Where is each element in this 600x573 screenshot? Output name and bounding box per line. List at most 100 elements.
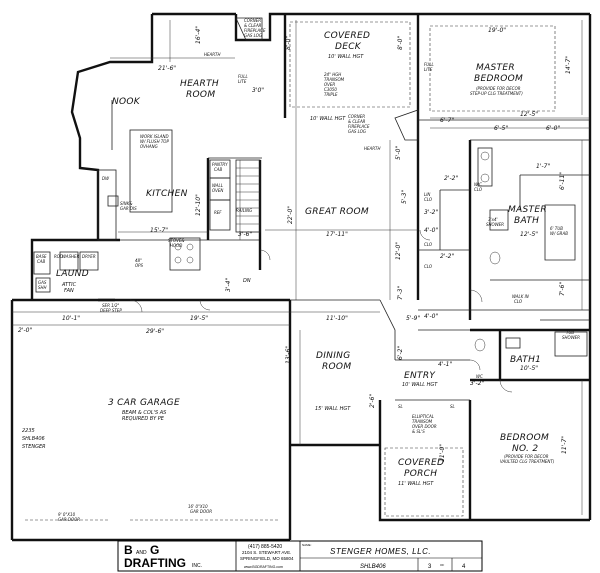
note-stove-1: STOVE& [168, 238, 185, 243]
note-shower-1: 3'x4' [488, 217, 498, 222]
note-full-lite-1: FULL [238, 74, 248, 79]
door-swings [129, 229, 513, 393]
note-fp-mid-3: FIREPLACE [348, 124, 370, 129]
label-bath1: BATH1 [510, 355, 541, 365]
firm-b: B [124, 543, 133, 557]
note-base-cab-1: BASE [36, 254, 47, 259]
dim: 12'-0" [395, 242, 402, 260]
label-covered-deck-1: COVERED [324, 31, 370, 41]
dim: 3'-6" [238, 231, 252, 238]
label-porch-2: PORCH [404, 469, 437, 479]
note-ops-1: 48" [135, 258, 142, 263]
label-kitchen: KITCHEN [146, 189, 188, 199]
note-great-wall: 10' WALL HGT [310, 116, 346, 122]
label-master-2: BEDROOM [474, 74, 523, 84]
dim: 6'-11" [559, 172, 566, 190]
note-gas-1: GAS [38, 280, 47, 285]
dim: 13'-6" [285, 346, 292, 364]
dim: 2'-6" [369, 394, 376, 408]
note-gar-door1-1: 9' 0"X10 [58, 512, 76, 517]
label-entry: ENTRY [404, 371, 436, 381]
note-pantry-2: CAB [214, 167, 223, 172]
plan-notes: WORK ISLAND W/ FLUSH TOP OVHANG SINK& GA… [22, 18, 580, 522]
bath-fixtures [474, 147, 588, 357]
dim: 19'-5" [190, 315, 208, 322]
dim: 22'-0" [287, 206, 294, 224]
note-sink-1: SINK& [120, 201, 132, 206]
dim: 11'-0" [439, 444, 446, 462]
note-sl-2: SL [450, 404, 455, 409]
note-transom-1: 24" HGH [324, 72, 341, 77]
dim: 5'-9" [406, 315, 420, 322]
note-dryer: DRYER [82, 254, 96, 259]
dim: 6'-5" [494, 125, 508, 132]
note-washer: WASHER [62, 254, 80, 259]
note-wic-1: WIC [474, 182, 482, 187]
label-dining-2: ROOM [322, 362, 351, 372]
small-name-label: NAME: [302, 543, 312, 547]
note-work-island-2: W/ FLUSH TOP [140, 139, 169, 144]
label-bedroom2-note-2: VAULTED CLG TREATMENT) [500, 459, 555, 464]
kitchen-fixtures [97, 100, 261, 271]
dim: 17'-11" [326, 231, 348, 238]
note-garage-id-2: SHLB406 [22, 436, 45, 442]
firm-and: AND [136, 550, 147, 556]
dim: 12'-5" [520, 111, 538, 118]
exterior-walls [10, 12, 592, 542]
firm-inc: INC. [192, 563, 202, 569]
dim: 14'-7" [565, 56, 572, 74]
note-garage-id-1: 2235 [22, 428, 35, 434]
dim: 2'-2" [440, 253, 454, 260]
dim: 6'-2" [397, 346, 404, 360]
label-dining-1: DINING [316, 351, 350, 361]
firm-address-2: SPRINGFIELD, MO 65804 [240, 556, 294, 561]
dim: 8'-0" [285, 36, 292, 50]
dim: 12'-10" [195, 194, 202, 216]
note-lin-1: LIN [424, 192, 430, 197]
label-attic-1: ATTIC [61, 282, 77, 288]
dim: 7'-6" [559, 282, 566, 296]
dim: 15'-7" [150, 227, 168, 234]
dim: 11'-10" [326, 315, 348, 322]
room-labels: NOOK HEARTH ROOM KITCHEN COVERED DECK 10… [56, 31, 555, 487]
note-tubshower-2: SHOWER [562, 335, 580, 340]
fireplaces [235, 17, 419, 141]
dim: 4'-0" [424, 313, 438, 320]
dim: 3'-4" [225, 278, 232, 292]
label-master-bath-1: MASTER [508, 205, 547, 215]
dim: 1'-7" [536, 163, 550, 170]
note-gas-2: SHH [38, 285, 47, 290]
label-porch-1: COVERED [398, 458, 444, 468]
note-garage-id-3: STENGER [22, 444, 46, 450]
note-tubshower-1: TUB [566, 330, 574, 335]
dimensions: 21'-6" 16'-4" 19'-0" 14'-7" 8'-0" 8'-0" … [18, 26, 572, 462]
dim: 8'-0" [397, 36, 404, 50]
dim: 5'-3" [401, 190, 408, 204]
sheet-of: OF [440, 563, 444, 567]
laundry-fixtures [33, 251, 99, 293]
note-step-1: SER 1/2" [102, 303, 120, 308]
dim: 21'-6" [158, 65, 176, 72]
covered-areas [289, 21, 556, 517]
label-porch-note: 11' WALL HGT [398, 481, 434, 487]
dim: 2'-2" [444, 175, 458, 182]
label-garage-note-1: BEAM & COL'S AS [122, 410, 167, 416]
label-bedroom2-2: NO. 2 [512, 444, 538, 454]
label-great-room: GREAT ROOM [305, 207, 369, 217]
dim: 3'-2" [470, 380, 484, 387]
firm-drafting: DRAFTING [124, 556, 186, 570]
note-fp-top-2: & CLEAR [244, 23, 262, 28]
plan-number: SHLB406 [360, 564, 386, 570]
note-lin-2: CLO [424, 197, 432, 202]
note-fp-top-1: CORNER [244, 18, 261, 23]
note-wall-oven-2: OVEN [212, 188, 223, 193]
dim: 2'-0" [18, 327, 32, 334]
dim: 3'-2" [424, 209, 438, 216]
note-clo-2: CLO [424, 264, 432, 269]
note-pantry-1: PANTRY [212, 162, 228, 167]
firm-website: www.BGDRAFTING.com [244, 565, 283, 569]
dim: 6'-7" [440, 117, 454, 124]
note-wic-2: CLO [474, 187, 482, 192]
note-transom-3: OVER [324, 82, 335, 87]
